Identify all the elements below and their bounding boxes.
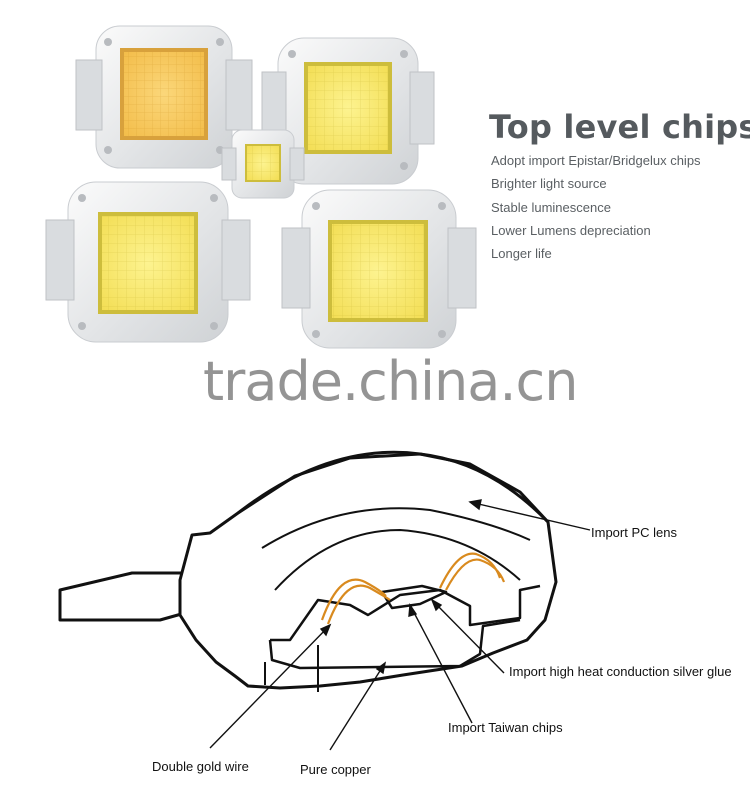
led-chip-icon — [45, 181, 251, 343]
led-chips-photo — [45, 25, 477, 349]
label-pure-copper: Pure copper — [300, 762, 371, 777]
led-chip-icon — [281, 189, 477, 349]
page-title: Top level chips — [489, 108, 750, 146]
label-pc-lens: Import PC lens — [591, 525, 677, 540]
feature-item: Longer life — [491, 246, 552, 262]
feature-item: Stable luminescence — [491, 199, 611, 215]
product-photo-panel: Top level chips Adopt import Epistar/Bri… — [45, 25, 750, 413]
label-gold-wire: Double gold wire — [152, 759, 249, 774]
led-structure-diagram: Import PC lens Import high heat conducti… — [0, 430, 750, 799]
feature-item: Lower Lumens depreciation — [491, 222, 651, 238]
label-taiwan-chips: Import Taiwan chips — [448, 720, 563, 735]
led-chip-icon — [261, 37, 435, 185]
led-chip-icon — [221, 129, 305, 199]
led-chip-icon — [75, 25, 253, 169]
watermark-text: trade.china.cn — [203, 350, 578, 413]
feature-item: Adopt import Epistar/Bridgelux chips — [491, 153, 701, 168]
feature-list: Adopt import Epistar/Bridgelux chips Bri… — [491, 152, 701, 268]
led-cross-section-drawing — [58, 450, 591, 751]
feature-item: Brighter light source — [491, 176, 607, 192]
label-silver-glue: Import high heat conduction silver glue — [509, 664, 732, 679]
